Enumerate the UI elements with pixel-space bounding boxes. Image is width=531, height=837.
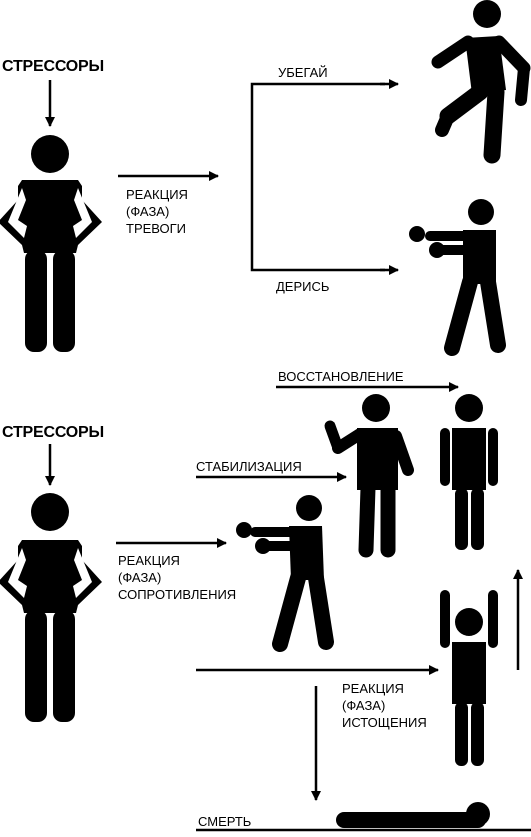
fight-label: ДЕРИСЬ (276, 279, 330, 294)
exhaustion-line2: (ФАЗА) (342, 698, 386, 713)
stressors-label-bottom: СТРЕССОРЫ (2, 424, 104, 441)
alarm-line2: (ФАЗА) (126, 204, 170, 219)
recovery-label: ВОССТАНОВЛЕНИЕ (278, 369, 404, 384)
resistance-phase-label: РЕАКЦИЯ (ФАЗА) СОПРОТИВЛЕНИЯ (118, 552, 236, 603)
exhaustion-phase-label: РЕАКЦИЯ (ФАЗА) ИСТОЩЕНИЯ (342, 680, 427, 731)
flee-label: УБЕГАЙ (278, 65, 328, 80)
alarm-line1: РЕАКЦИЯ (126, 187, 188, 202)
exhaustion-line3: ИСТОЩЕНИЯ (342, 715, 427, 730)
figure-fighting-top (409, 199, 506, 356)
resistance-line3: СОПРОТИВЛЕНИЯ (118, 587, 237, 602)
figure-running (431, 0, 531, 164)
resistance-line1: РЕАКЦИЯ (118, 553, 180, 568)
exhaustion-line1: РЕАКЦИЯ (342, 681, 404, 696)
alarm-line3: ТРЕВОГИ (126, 221, 187, 236)
figure-standing-hips-top (0, 135, 102, 352)
figure-lying (336, 802, 490, 828)
figure-recovered (440, 394, 498, 550)
choice-bracket (250, 82, 385, 272)
figure-standing-hips-bottom (0, 493, 102, 722)
stressors-label-top: СТРЕССОРЫ (2, 58, 104, 75)
death-label: СМЕРТЬ (198, 814, 252, 829)
alarm-phase-label: РЕАКЦИЯ (ФАЗА) ТРЕВОГИ (126, 186, 188, 237)
figure-fighting-bottom (236, 495, 334, 652)
resistance-line2: (ФАЗА) (118, 570, 162, 585)
stabilization-label: СТАБИЛИЗАЦИЯ (196, 459, 302, 474)
figure-arms-up (440, 590, 498, 766)
figure-stabilized (324, 394, 414, 558)
